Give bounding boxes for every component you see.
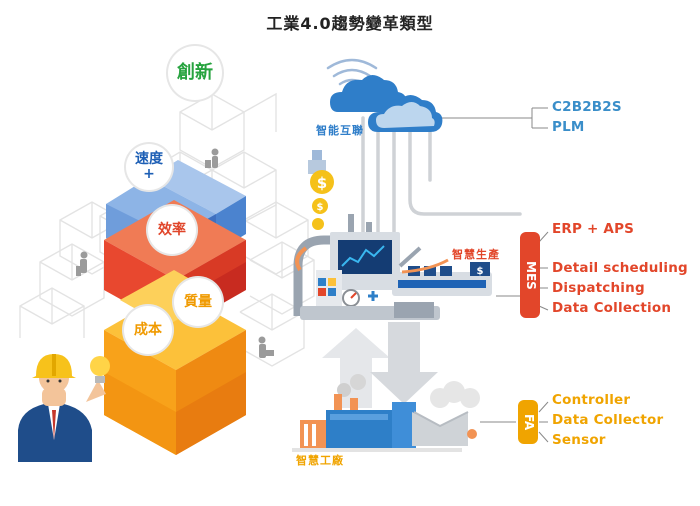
data-collection-label: Data Collection <box>552 300 672 316</box>
diagram-title: 工業4.0趨勢變革類型 <box>266 14 434 33</box>
plm-label: PLM <box>552 119 585 135</box>
plus-label: + <box>143 166 155 182</box>
lightbulb-icon <box>86 356 110 402</box>
sensor-label: Sensor <box>552 432 606 448</box>
mes-pill: MES <box>520 232 540 318</box>
sync-arrows <box>322 322 438 408</box>
data-collector-label: Data Collector <box>552 412 664 428</box>
cloud-icon <box>330 75 443 132</box>
dispatching-label: Dispatching <box>552 280 645 296</box>
smart-factory-label: 智慧工廠 <box>296 454 344 467</box>
speed-label: 速度 <box>135 151 163 168</box>
cost-bubble: 成本 <box>124 306 172 354</box>
svg-text:$: $ <box>317 174 327 192</box>
orange-cubes <box>104 270 246 455</box>
detail-scheduling-label: Detail scheduling <box>552 260 688 276</box>
grey-figures <box>76 148 274 358</box>
speed-bubble: 速度 + <box>126 144 172 190</box>
efficiency-bubble: 效率 <box>148 206 196 254</box>
dollar-coin-icon: $ $ <box>308 150 334 230</box>
efficiency-label: 效率 <box>158 221 186 238</box>
smart-production-label: 智慧生產 <box>452 248 500 261</box>
smart-connect-label: 智能互聯 <box>316 124 364 137</box>
svg-text:$: $ <box>317 202 324 213</box>
mes-label: MES <box>523 260 538 290</box>
fa-pill: FA <box>518 400 538 444</box>
c2b2b2s-label: C2B2B2S <box>552 99 622 115</box>
quality-label: 質量 <box>184 293 212 310</box>
innovation-label: 創新 <box>177 61 213 83</box>
production-machine-icon: $ <box>293 214 492 320</box>
fa-label: FA <box>521 413 536 431</box>
connector-lines <box>361 116 522 234</box>
factory-icon <box>292 374 480 452</box>
worker-icon <box>6 338 104 462</box>
bracket-lines <box>436 107 549 443</box>
erp-aps-label: ERP + APS <box>552 221 635 237</box>
cube-grid <box>9 92 315 415</box>
svg-text:$: $ <box>477 266 484 277</box>
quality-bubble: 質量 <box>174 278 222 326</box>
innovation-bubble: 創新 <box>168 46 222 100</box>
cost-label: 成本 <box>134 321 162 338</box>
controller-label: Controller <box>552 392 631 408</box>
